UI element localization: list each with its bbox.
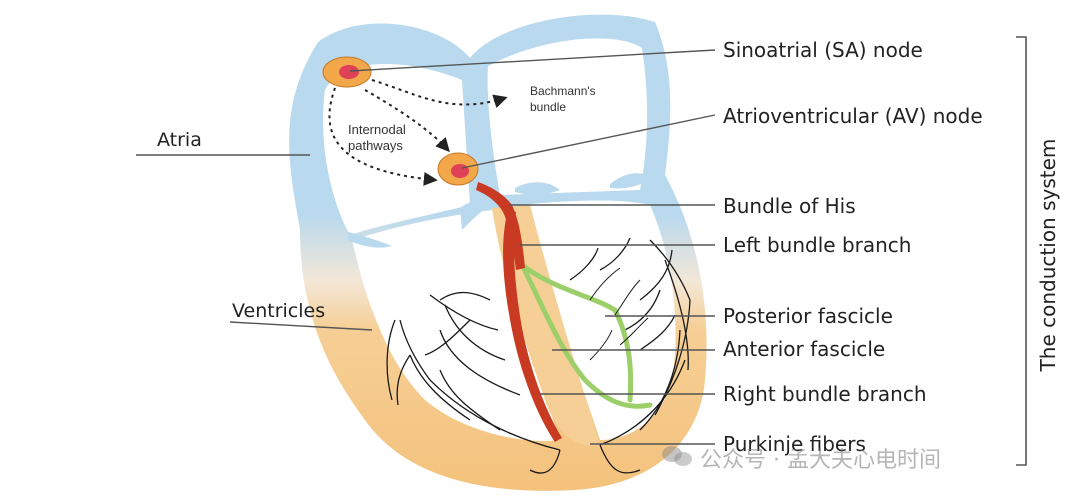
left-fascicles [519,262,653,409]
label-bachmann-2: bundle [530,100,567,114]
label-purkinje-fibers: Purkinje fibers [723,432,866,456]
label-atria: Atria [157,129,202,151]
label-av-node: Atrioventricular (AV) node [723,104,983,128]
left-atrium-cavity [487,38,648,195]
av-node [437,152,479,186]
conduction-system-title: The conduction system [1036,138,1060,372]
watermark-text: 公众号 · 孟大夫心电时间 [700,448,941,473]
leader-lines [136,49,716,445]
label-left-bundle-branch: Left bundle branch [723,233,912,257]
right-atrium-cavity [322,63,470,236]
label-ventricles: Ventricles [232,300,326,322]
label-anterior-fascicle: Anterior fascicle [723,337,886,361]
label-sa-node: Sinoatrial (SA) node [723,38,923,62]
label-bundle-of-his: Bundle of His [723,194,856,218]
sa-node [322,56,372,88]
conduction-bracket [1016,36,1027,466]
left-fascicles-detail [589,267,649,361]
label-internodal-1: Internodal [348,122,406,137]
label-internodal-2: pathways [348,138,403,153]
right-bundle-branch [503,210,562,442]
valve-flap-right2 [610,173,652,189]
label-bachmann-1: Bachmann's [530,84,596,98]
valve-flap-right [515,182,560,195]
label-right-bundle-branch: Right bundle branch [723,382,927,406]
wechat-icon [662,446,692,466]
left-ventricle-cavity [520,200,676,440]
internodal-arrows [328,79,508,186]
valve-flap-atria [348,232,392,248]
valve-flap-left [460,200,490,230]
label-posterior-fascicle: Posterior fascicle [723,304,893,328]
